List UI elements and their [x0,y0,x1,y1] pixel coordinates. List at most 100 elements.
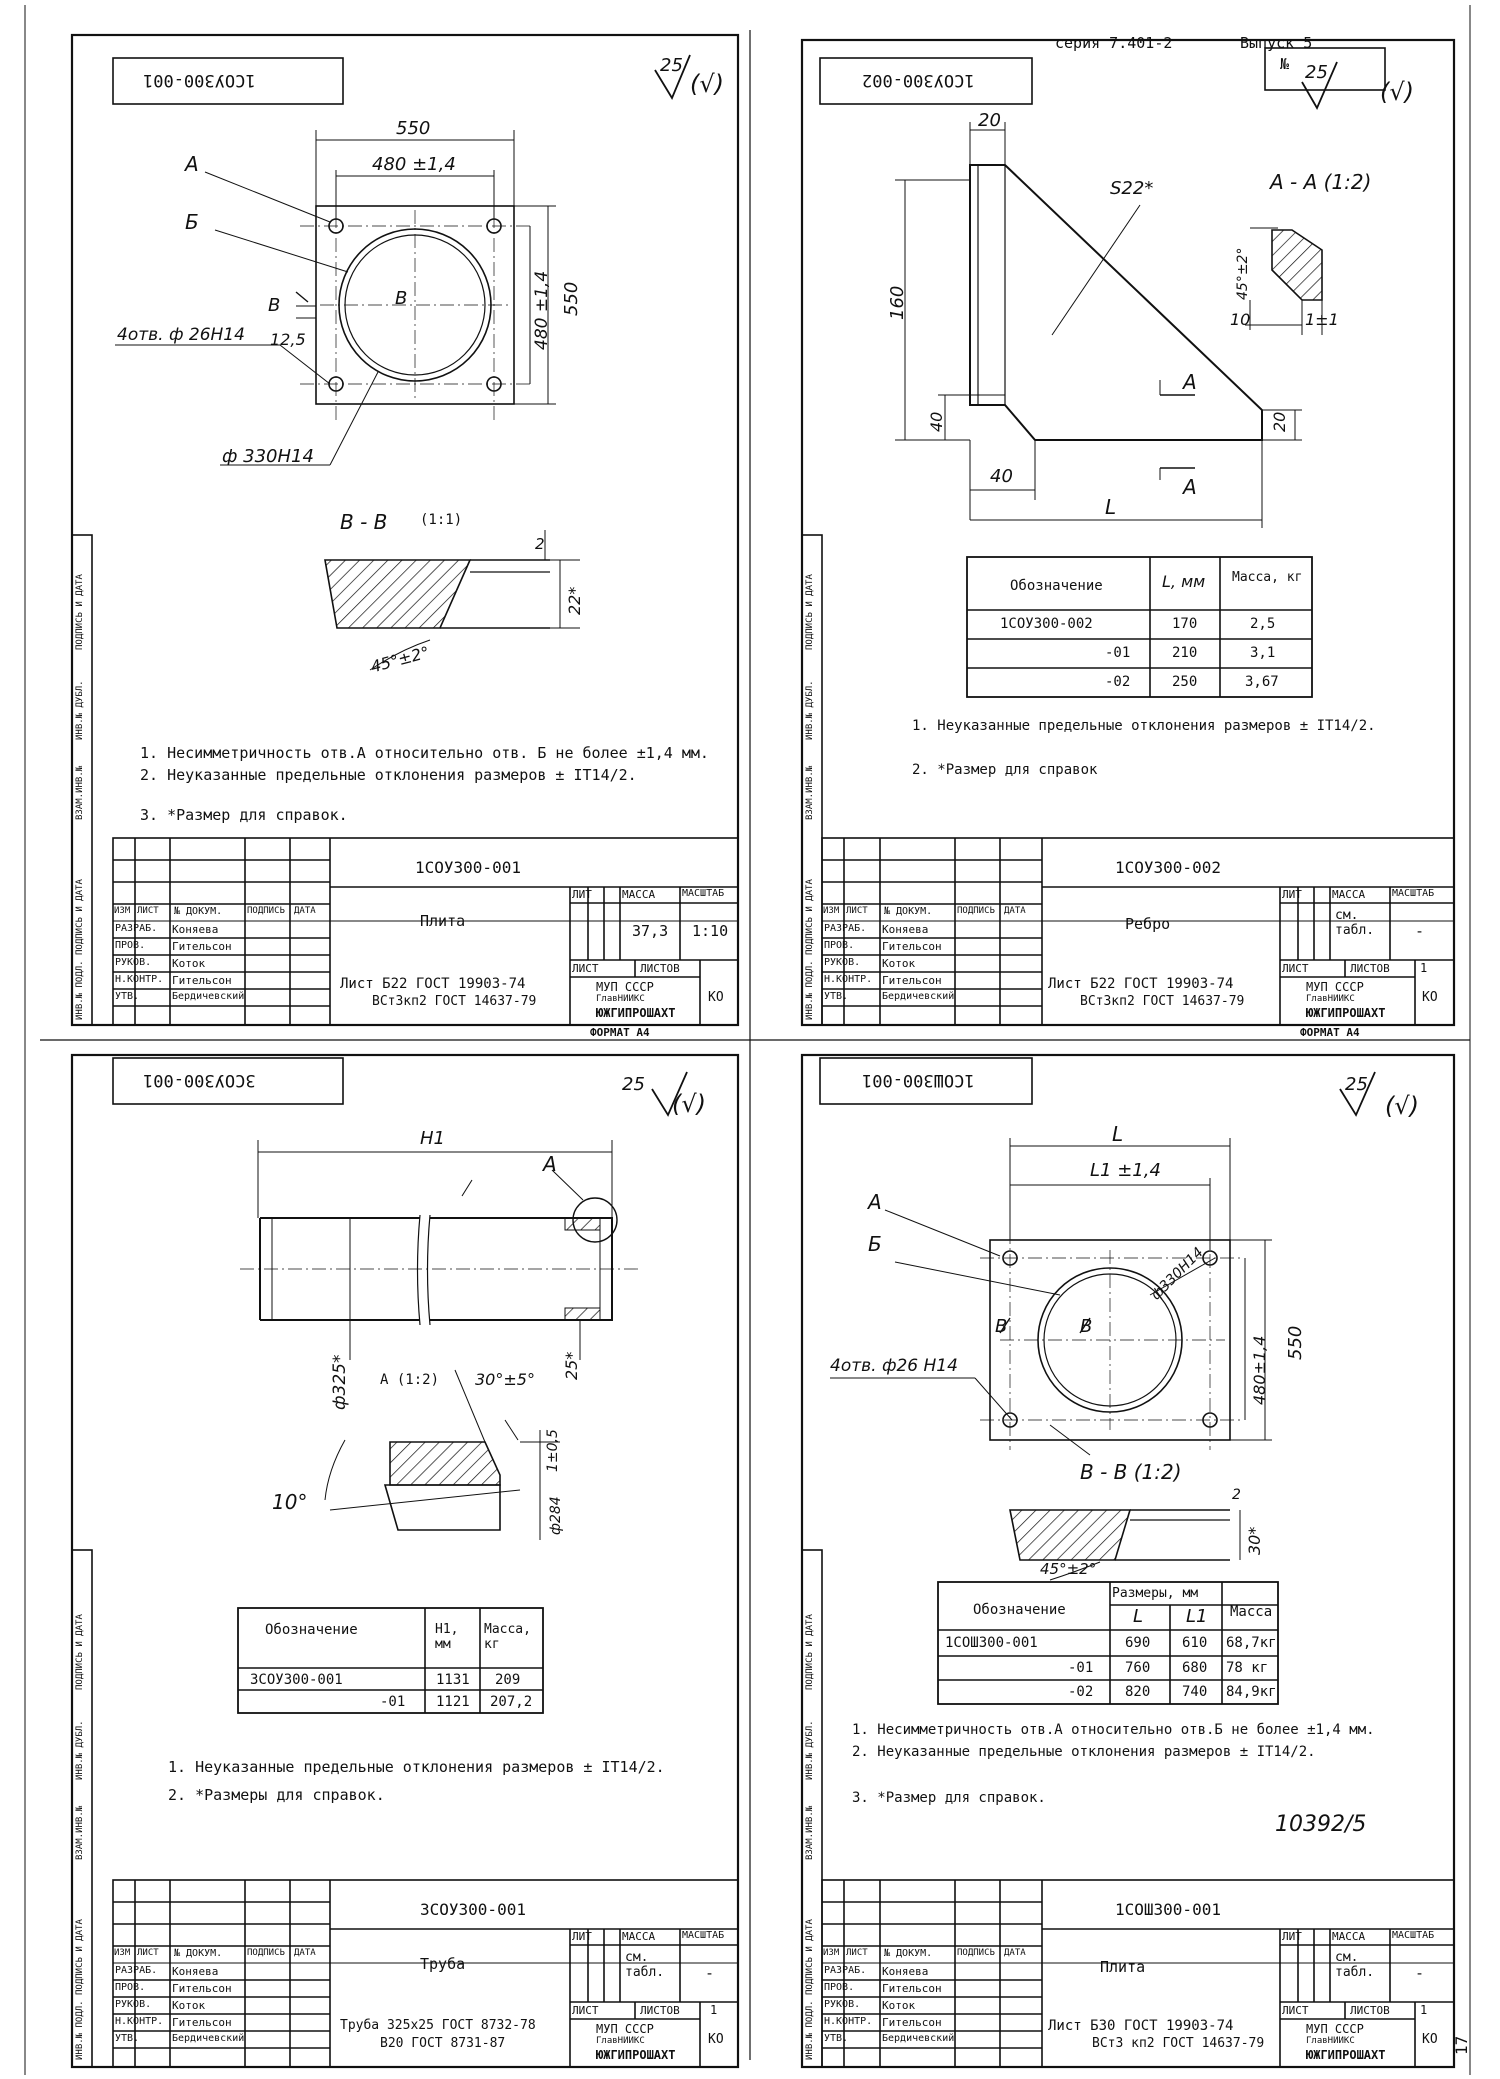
stamp-role-4: Н.КОНТР. [115,2016,164,2027]
stamp-org1: МУП СССР [596,980,654,994]
stamp-sign: ПОДПИСЬ [957,906,995,916]
roughness-value: 25 [1305,62,1328,83]
table-cell: 740 [1182,1684,1208,1700]
stamp-mass: см. табл. [625,1950,665,1980]
table-cell: 1СОУ300-002 [1000,616,1093,632]
table-cell: 690 [1125,1635,1151,1651]
table-header-2: L, мм [1162,572,1206,591]
table-header-1: Обозначение [1010,578,1103,594]
stamp-material-1: Лист Б22 ГОСТ 19903-74 [1048,976,1234,992]
sheet-no-label: № [1280,55,1290,73]
dim-l: L [1105,495,1117,519]
stamp-material-2: ВСт3кп2 ГОСТ 14637-79 [1080,994,1245,1009]
stamp-name: Плита [420,912,466,930]
mirrored-code: 3СОУ300-001 [143,1070,256,1090]
stamp-org1: МУП СССР [1306,2022,1364,2036]
stamp-sheets-label: ЛИСТОВ [1350,2004,1390,2017]
bore-callout: ф 330Н14 [222,446,314,467]
stamp-name-4: Гительсон [882,2016,942,2029]
dim-h1: H1 [420,1128,445,1149]
table-cell: 1121 [436,1694,470,1710]
side-stamp-3: ВЗАМ.ИНВ.№ [75,1805,85,1860]
stamp-scale-label: МАСШТАБ [1392,1930,1435,1941]
stamp-code: 3СОУ300-001 [420,1900,526,1919]
stamp-role-4: Н.КОНТР. [824,974,873,985]
detail-title: А (1:2) [380,1372,440,1388]
stamp-name-1: Коняева [882,923,929,936]
roughness-suffix: (√) [1380,78,1415,106]
side-stamp-2: ПОДПИСЬ И ДАТА [805,879,815,955]
table-header-3: Масса, кг [484,1622,531,1652]
stamp-date: ДАТА [294,906,316,916]
stamp-role-5: УТВ. [115,991,140,1002]
stamp-material-1: Труба 325х25 ГОСТ 8732-78 [340,2018,536,2033]
holes-callout: 4отв. ф26 Н14 [830,1356,958,1376]
stamp-code: 1СОУ300-001 [415,858,521,877]
table-cell: 820 [1125,1684,1151,1700]
stamp-role-5: УТВ. [824,2033,849,2044]
series-label: серия 7.401-2 [1055,34,1173,52]
stamp-name-5: Бердичевский [172,2033,245,2044]
note-2: 2. *Размер для справок [912,762,1098,778]
label-b: Б [185,210,199,234]
stamp-name-2: Гительсон [172,1982,232,1995]
stamp-lit-label: ЛИТ [1282,888,1302,901]
note-2: 2. *Размеры для справок. [168,1786,385,1804]
table-cell: 3СОУ300-001 [250,1672,343,1688]
table-header-top: Размеры, мм [1112,1586,1199,1601]
stamp-role-1: РАЗРАБ. [115,923,158,934]
section-scale: (1:1) [420,512,463,528]
stamp-role-3: РУКОВ. [115,1999,152,2010]
stamp-mass-label: МАССА [622,1930,656,1943]
label-a: А [543,1152,557,1176]
stamp-sheet-label: ЛИСТ [572,962,599,975]
dim-325: ф325* [330,1354,350,1410]
label-v: В [995,1316,1008,1337]
roughness-suffix: (√) [672,1090,707,1118]
stamp-mass-label: МАССА [1332,1930,1366,1943]
note-3: 3. *Размер для справок. [140,806,348,824]
stamp-role-3: РУКОВ. [115,957,152,968]
stamp-scale: - [705,1964,715,1982]
stamp-role-2: ПРОВ. [115,940,146,951]
stamp-date: ДАТА [1004,906,1026,916]
table-header-1: Обозначение [265,1622,358,1638]
stamp-material-1: Лист Б30 ГОСТ 19903-74 [1048,2018,1234,2034]
side-stamp-4: ИНВ.№ ДУБЛ. [75,1720,85,1780]
table-cell: 760 [1125,1660,1151,1676]
stamp-name-5: Бердичевский [882,2033,955,2044]
table-header-4: Масса [1230,1604,1273,1620]
stamp-date: ДАТА [1004,1948,1026,1958]
stamp-name-4: Гительсон [882,974,942,987]
stamp-name-5: Бердичевский [882,991,955,1002]
section-title: А - А (1:2) [1270,170,1372,194]
page-number: 17 [1452,2035,1471,2055]
stamp-sheets-total: 1 [1420,961,1428,975]
dim-25: 25* [562,1351,581,1380]
stamp-lit-label: ЛИТ [1282,1930,1302,1943]
stamp-list: ЛИСТ [846,906,868,916]
side-stamp-1: ИНВ.№ ПОДЛ. [75,2000,85,2060]
mirrored-code: 1СОШ300-001 [862,1070,975,1090]
stamp-name-1: Коняева [882,1965,929,1978]
side-stamp-4: ИНВ.№ ДУБЛ. [75,680,85,740]
table-cell: 84,9кг [1226,1684,1277,1700]
stamp-code: 1СОШ300-001 [1115,1900,1221,1919]
stamp-role-1: РАЗРАБ. [824,1965,867,1976]
side-stamp-5: ПОДПИСЬ И ДАТА [75,574,85,650]
stamp-name-2: Гительсон [172,940,232,953]
stamp-mass: 37,3 [632,922,669,940]
stamp-material-2: ВСт3 кп2 ГОСТ 14637-79 [1092,2036,1265,2051]
side-stamp-2: ПОДПИСЬ И ДАТА [805,1919,815,1995]
dim-1-5: 1±0,5 [545,1429,561,1472]
stamp-list: ЛИСТ [137,906,159,916]
stamp-list: ЛИСТ [846,1948,868,1958]
stamp-org3: ЮЖГИПРОШАХТ [596,2048,676,2062]
side-stamp-3: ВЗАМ.ИНВ.№ [805,765,815,820]
label-v: В [268,295,281,316]
stamp-role-2: ПРОВ. [115,1982,146,1993]
table-cell: 2,5 [1250,616,1276,632]
stamp-org1: МУП СССР [596,2022,654,2036]
stamp-sign: ПОДПИСЬ [247,906,285,916]
